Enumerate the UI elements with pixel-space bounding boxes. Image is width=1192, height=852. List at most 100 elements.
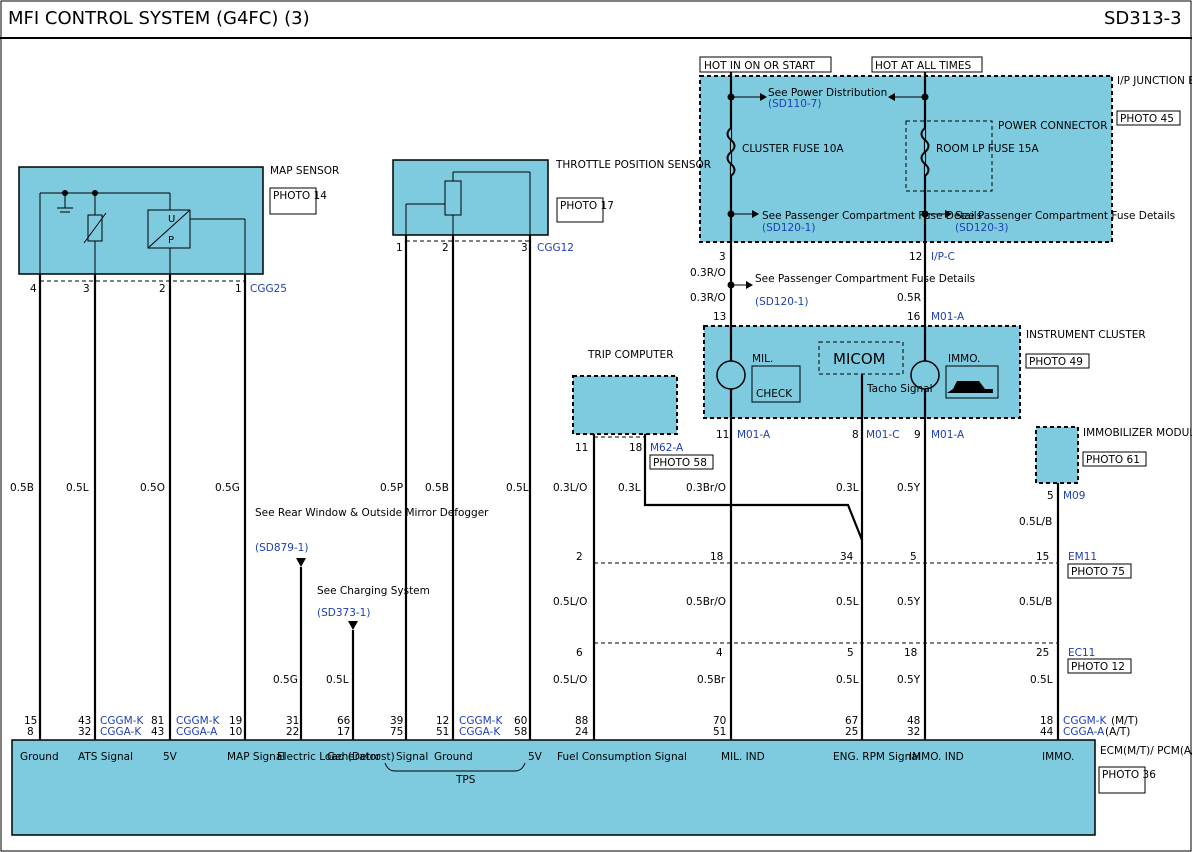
potentiometer-icon: [444, 180, 462, 216]
mil-label: MIL.: [752, 353, 773, 365]
wire-code: 0.5G: [215, 482, 240, 494]
ec11-pin: 25: [1036, 647, 1049, 659]
ec11-pin: 6: [576, 647, 583, 659]
em11-pin: 15: [1036, 551, 1049, 563]
cluster-pin-in-left: 13: [713, 311, 726, 323]
ecm-pin-top: 43: [78, 715, 91, 727]
wire-code: 0.3L: [836, 482, 859, 494]
tacho-signal-label: Tacho Signal: [866, 383, 933, 395]
pressure-element-icon: U: [168, 214, 175, 225]
immo-lamp-icon: [910, 360, 940, 390]
cluster-photo: PHOTO 49: [1029, 356, 1083, 368]
immo-label: IMMO.: [948, 353, 980, 365]
wire-code: 0.5L: [326, 674, 349, 686]
ecm-label-tps-signal: Signal: [396, 751, 428, 763]
cluster-photo-tag: [1025, 353, 1090, 369]
ecm-pin-bot: 32: [78, 726, 91, 738]
ecm-pin-bot: 10: [229, 726, 242, 738]
ecm-connector-5: CGGM-K: [459, 715, 503, 727]
map-pin-2: 3: [83, 283, 90, 295]
ecm-label-electric: Electric Load (Detrost): [277, 751, 395, 763]
cluster-pin-out-2: 8: [852, 429, 859, 441]
cluster-fuse-label: CLUSTER FUSE 10A: [742, 143, 844, 155]
jbox-pin-left: 3: [719, 251, 726, 263]
map-sensor-photo: PHOTO 14: [273, 190, 327, 202]
tps-pin-1: 1: [396, 242, 403, 254]
cluster-pin-in-right: 16: [907, 311, 921, 323]
ecm-label-immo-ind: IMMO. IND: [909, 751, 964, 763]
wire-code: 0.5L: [836, 596, 859, 608]
cluster-pin-out-3: 9: [914, 429, 921, 441]
wire-code: 0.5L/O: [553, 674, 587, 686]
ecm-pin-bot: 58: [514, 726, 527, 738]
ecm-pin-bot: 8: [27, 726, 34, 738]
map-sensor-photo-tag: [269, 187, 317, 215]
wire-code: 0.5L/O: [553, 596, 587, 608]
cluster-connector-in: M01-A: [931, 311, 965, 323]
ecm-pin-top: 39: [390, 715, 403, 727]
see-passenger-fuse-left-ref: (SD120-1): [762, 222, 815, 234]
cluster-connector-out-3: M01-A: [931, 429, 965, 441]
ecm-pin-top: 19: [229, 715, 242, 727]
ecm-label-ats: ATS Signal: [78, 751, 133, 763]
ecm-connector-3: CGGM-K: [176, 715, 220, 727]
ecm-connector-4: CGGA-A: [176, 726, 218, 738]
see-passenger-fuse-right-ref: (SD120-3): [955, 222, 1008, 234]
ec11-photo: PHOTO 12: [1071, 661, 1125, 673]
wire-code: 0.5Y: [897, 674, 921, 686]
ecm-pin-top: 15: [24, 715, 37, 727]
arrow-down-icon: [296, 558, 306, 567]
pressure-element-icon: P: [168, 235, 174, 246]
cluster-connector-out-2: M01-C: [866, 429, 900, 441]
ecm-connector-7: CGGM-K: [1063, 715, 1107, 727]
ecm-connector-2: CGGA-K: [100, 726, 142, 738]
map-sensor-name: MAP SENSOR: [270, 165, 339, 177]
immobilizer-photo: PHOTO 61: [1086, 454, 1140, 466]
see-passenger-fuse-left: See Passenger Compartment Fuse Details: [762, 210, 982, 222]
check-label: CHECK: [756, 388, 793, 400]
jbox-pin-right: 12: [909, 251, 922, 263]
supply-label-box-1: [699, 56, 832, 73]
tps-photo: PHOTO 17: [560, 200, 614, 212]
room-fuse-label: ROOM LP FUSE 15A: [936, 143, 1039, 155]
ecm-photo: PHOTO 36: [1102, 769, 1156, 781]
wire-code: 0.3L/O: [553, 482, 587, 494]
ec11-pin: 5: [847, 647, 854, 659]
em11-pin: 2: [576, 551, 583, 563]
immobilizer-connector: M09: [1063, 490, 1085, 502]
ecm-pin-bot: 51: [713, 726, 726, 738]
see-power-distribution-ref: (SD110-7): [768, 98, 821, 110]
ecm-variant-mt: (M/T): [1111, 715, 1138, 727]
junction-box-name: I/P JUNCTION BOX: [1117, 75, 1192, 87]
power-connector-outline: [905, 120, 993, 192]
ecm-pin-bot: 51: [436, 726, 449, 738]
defogger-reference-code: (SD879-1): [255, 542, 308, 554]
arrow-icon: [746, 281, 753, 289]
wire-code: 0.3R/O: [690, 267, 726, 279]
ec11-connector: EC11: [1068, 647, 1095, 659]
ecm-connector-8: CGGA-A: [1063, 726, 1105, 738]
ecm-pin-top: 18: [1040, 715, 1053, 727]
throttle-position-sensor: [392, 159, 549, 236]
ecm-photo-tag: [1098, 766, 1146, 794]
cluster-connector-out-1: M01-A: [737, 429, 771, 441]
ecm-pin-top: 81: [151, 715, 164, 727]
em11-pin: 34: [840, 551, 854, 563]
wire-code: 0.5B: [425, 482, 449, 494]
tps-group-bracket: [384, 762, 526, 772]
ecm-label-tps-5v: 5V: [528, 751, 543, 763]
wire-code: 0.5B: [10, 482, 34, 494]
ecm-label-mil: MIL. IND: [721, 751, 765, 763]
ecm-pin-top: 67: [845, 715, 858, 727]
jbox-connector: I/P-C: [931, 251, 955, 263]
wire-code: 0.5L: [1030, 674, 1053, 686]
em11-photo: PHOTO 75: [1071, 566, 1125, 578]
ecm-pin-bot: 25: [845, 726, 858, 738]
arrow-icon: [888, 93, 895, 101]
cluster-pin-out-1: 11: [716, 429, 729, 441]
ecm-label-immo: IMMO.: [1042, 751, 1074, 763]
trip-pin-a: 11: [575, 442, 588, 454]
ec11-pin: 18: [904, 647, 917, 659]
trip-photo-tag: [649, 454, 714, 470]
